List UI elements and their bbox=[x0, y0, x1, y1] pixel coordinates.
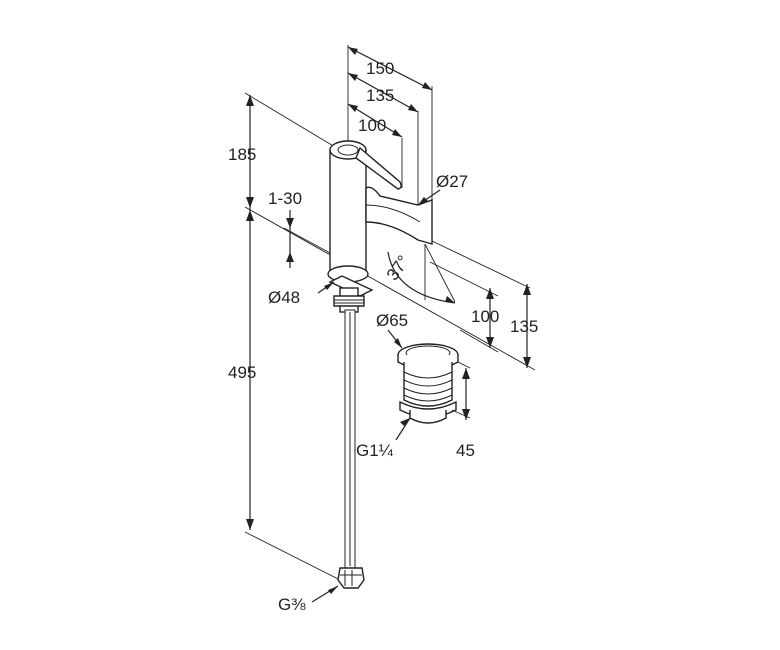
spout-angle-indicator bbox=[387, 243, 456, 304]
waste-diameter-label: Ø65 bbox=[376, 311, 408, 330]
spout-height-135-label: 135 bbox=[510, 317, 538, 336]
reach-dimensions bbox=[347, 45, 433, 225]
popup-waste bbox=[397, 343, 459, 424]
base-diameter-leader bbox=[317, 281, 335, 294]
hose-thread-label: G⅜ bbox=[278, 595, 306, 614]
counter-thickness-dimension bbox=[283, 210, 331, 268]
mounting-hardware bbox=[328, 275, 374, 313]
spout-height-100-label: 100 bbox=[471, 307, 499, 326]
reach-150-label: 150 bbox=[366, 59, 394, 78]
reach-135-label: 135 bbox=[366, 86, 394, 105]
spout-height-dimensions bbox=[429, 239, 531, 368]
height-dimension-chain bbox=[244, 92, 536, 586]
waste-thread-label: G1¼ bbox=[356, 441, 394, 460]
faucet-body bbox=[327, 140, 433, 283]
waste-dimensions bbox=[387, 329, 471, 441]
base-diameter-label: Ø48 bbox=[268, 288, 300, 307]
spout-diameter-leader bbox=[417, 189, 441, 206]
height-495-label: 495 bbox=[228, 363, 256, 382]
waste-height-label: 45 bbox=[456, 441, 475, 460]
hose-thread-leader bbox=[311, 585, 339, 603]
spout-diameter-label: Ø27 bbox=[436, 172, 468, 191]
counter-thickness-label: 1-30 bbox=[268, 189, 302, 208]
reach-100-label: 100 bbox=[358, 116, 386, 135]
supply-hose bbox=[337, 309, 365, 589]
spout-angle-label: 37° bbox=[383, 252, 413, 284]
height-185-label: 185 bbox=[228, 145, 256, 164]
